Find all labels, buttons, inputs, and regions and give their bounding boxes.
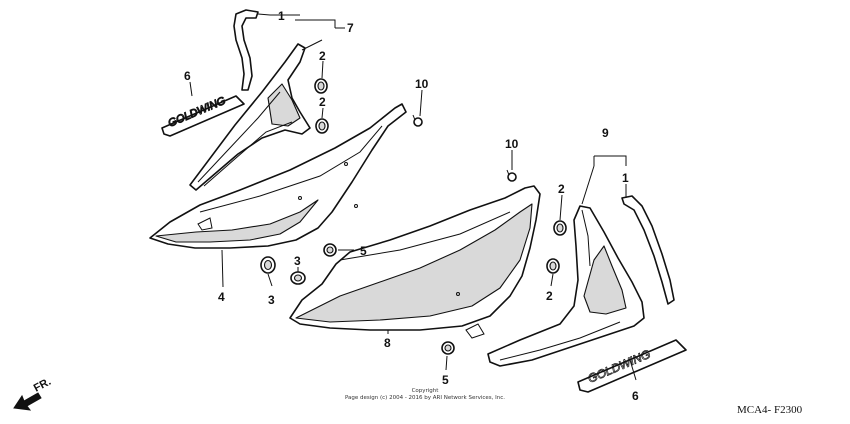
right-side-cover-part-8[interactable] (289, 185, 541, 339)
copyright-line-2: Page design (c) 2004 - 2016 by ARI Netwo… (344, 395, 506, 401)
grommet-part-5-b[interactable] (441, 341, 455, 355)
bolt-part-10-b[interactable] (506, 169, 517, 182)
leader-lines (189, 13, 637, 381)
callout-labels: 1 7 6 2 2 10 10 9 1 2 2 5 3 3 4 8 5 6 (184, 9, 639, 403)
callout-4: 4 (218, 290, 225, 304)
left-side-cover-part-4[interactable] (149, 103, 407, 249)
callout-2-c: 2 (558, 182, 565, 196)
callout-5-upper: 5 (360, 244, 367, 258)
front-direction-label: FR. (32, 376, 53, 395)
rubber-strip-part-1-left[interactable] (233, 9, 259, 91)
copyright-line-1: Copyright (411, 388, 439, 394)
callout-10-upper: 10 (415, 77, 429, 91)
diagram-code: MCA4- F2300 (737, 404, 803, 416)
rubber-strip-part-1-right[interactable] (621, 195, 675, 305)
right-lower-trim-part-9[interactable] (487, 205, 645, 367)
grommet-part-2-d[interactable] (546, 258, 560, 274)
callout-2-a: 2 (319, 49, 326, 63)
grommet-part-3-a[interactable] (260, 256, 276, 274)
grommet-part-2-b[interactable] (315, 118, 329, 134)
callout-6-left: 6 (184, 69, 191, 83)
bolt-part-10-a[interactable] (412, 114, 423, 127)
callout-5-lower: 5 (442, 373, 449, 387)
callout-3-a: 3 (268, 293, 275, 307)
front-direction-arrow-icon: FR. (13, 376, 53, 411)
callout-7: 7 (347, 21, 354, 35)
callout-2-d: 2 (546, 289, 553, 303)
grommet-part-2-a[interactable] (314, 78, 328, 94)
copyright-notice: Copyright Page design (c) 2004 - 2016 by… (290, 388, 560, 402)
grommet-part-3-b[interactable] (290, 271, 306, 285)
callout-3-b: 3 (294, 254, 301, 268)
callout-8: 8 (384, 336, 391, 350)
grommet-part-5-a[interactable] (323, 243, 337, 257)
grommet-part-2-c[interactable] (553, 220, 567, 236)
callout-1-right: 1 (622, 171, 629, 185)
left-upper-trim-part-7[interactable] (189, 43, 311, 191)
callout-6-right: 6 (632, 389, 639, 403)
callout-2-b: 2 (319, 95, 326, 109)
callout-1-left: 1 (278, 9, 285, 23)
callout-10-lower: 10 (505, 137, 519, 151)
callout-9: 9 (602, 126, 609, 140)
